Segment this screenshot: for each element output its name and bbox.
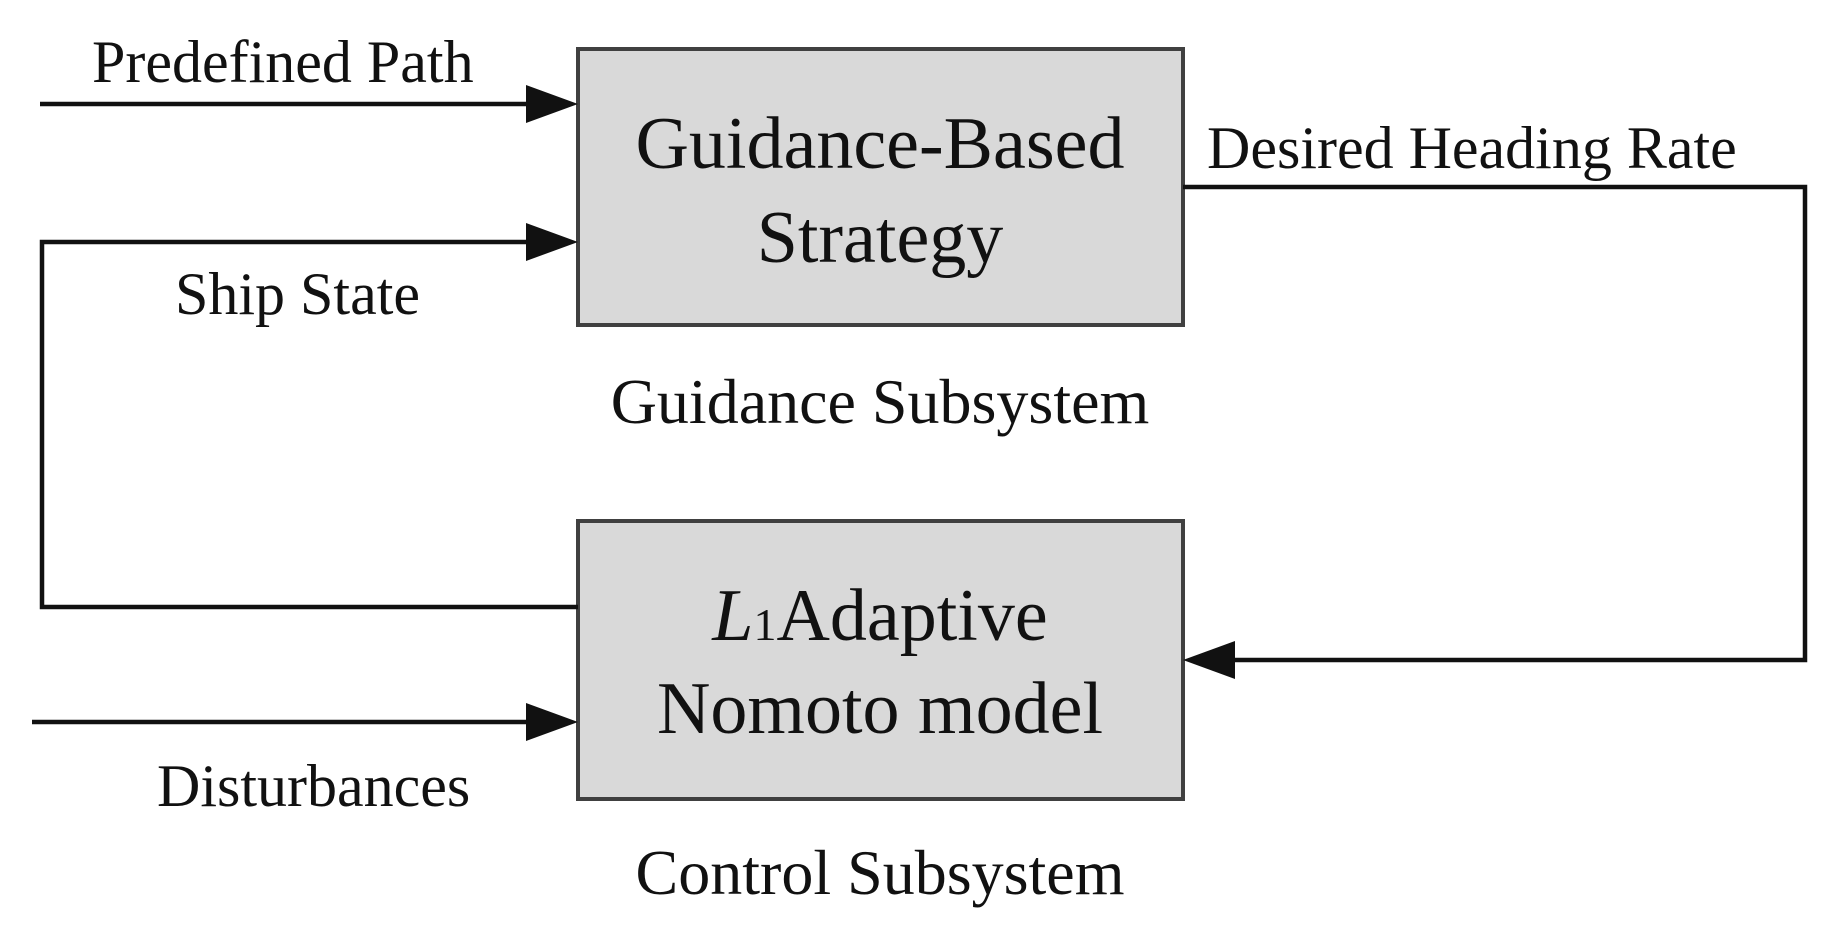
control-block-line2: Nomoto model: [657, 668, 1103, 750]
desired-heading-rate-label: Desired Heading Rate: [1207, 115, 1737, 181]
predefined-path-label: Predefined Path: [92, 29, 474, 95]
ship-state-line: [39, 239, 578, 610]
guidance-block: Guidance-Based Strategy: [576, 47, 1185, 327]
ship-state-signal: Ship State: [39, 223, 578, 610]
control-block: L1Adaptive Nomoto model: [576, 519, 1185, 801]
guidance-block-line1: Guidance-Based: [635, 103, 1124, 185]
disturbances-signal: Disturbances: [32, 703, 578, 819]
control-block-box: [576, 519, 1185, 801]
disturbances-label: Disturbances: [157, 753, 470, 819]
desired-heading-rate-arrowhead: [1183, 641, 1235, 679]
ship-state-label: Ship State: [175, 261, 420, 327]
desired-heading-rate-line: [1183, 184, 1808, 663]
guidance-block-line2: Strategy: [757, 197, 1004, 279]
ship-state-arrowhead: [526, 223, 578, 261]
predefined-path-signal: Predefined Path: [40, 29, 578, 123]
control-block-subscript: 1: [753, 599, 776, 650]
control-block-line1: L1Adaptive: [711, 575, 1047, 657]
guidance-block-box: [576, 47, 1185, 327]
control-subsystem-caption: Control Subsystem: [636, 837, 1125, 908]
guidance-subsystem-caption: Guidance Subsystem: [611, 366, 1150, 437]
desired-heading-rate-signal: Desired Heading Rate: [1183, 115, 1808, 679]
disturbances-arrowhead: [526, 703, 578, 741]
predefined-path-arrowhead: [526, 85, 578, 123]
control-block-symbol: L: [711, 575, 753, 657]
control-block-line1-rest: Adaptive: [776, 575, 1047, 657]
